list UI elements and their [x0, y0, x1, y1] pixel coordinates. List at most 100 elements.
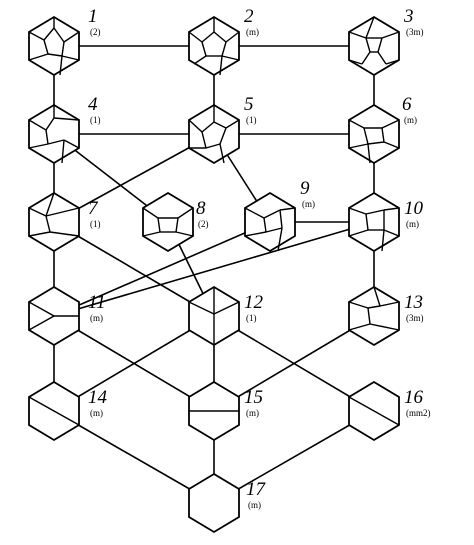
symmetry-label: (1)	[90, 219, 101, 229]
facet-line	[365, 16, 375, 39]
symmetry-label: (m)	[90, 408, 103, 418]
facet-line	[363, 127, 369, 145]
facet-line	[367, 305, 381, 309]
facet-line	[53, 27, 65, 43]
facet-line	[45, 129, 49, 145]
facet-line	[348, 59, 363, 65]
node-number: 5	[244, 94, 254, 115]
symmetry-label: (2)	[198, 219, 209, 229]
facet-line	[45, 117, 55, 131]
node-12: 12(1)	[188, 285, 264, 347]
facet-line	[201, 41, 207, 57]
node-7: 7(1)	[28, 191, 101, 253]
facet-line	[213, 301, 240, 315]
edge-14-17	[53, 410, 215, 504]
edge-16-17	[213, 410, 375, 504]
facet-line	[28, 231, 51, 237]
facet-line	[53, 117, 80, 121]
facet-line	[43, 27, 55, 41]
facet-line	[381, 31, 400, 39]
facet-line	[367, 307, 371, 325]
symmetry-label: (1)	[246, 115, 257, 125]
facet-line	[45, 192, 55, 217]
facet-line	[219, 127, 227, 145]
node-17: 17(m)	[188, 472, 267, 534]
symmetry-label: (m)	[302, 199, 315, 209]
node-number: 14	[88, 387, 108, 408]
facet-line	[367, 141, 385, 145]
facet-line	[177, 207, 194, 219]
facet-line	[28, 396, 80, 426]
facet-line	[28, 207, 47, 217]
facet-line	[367, 143, 371, 164]
edge-13-15	[213, 315, 375, 412]
facet-line	[348, 31, 367, 39]
facet-line	[219, 55, 223, 76]
node-number: 7	[88, 198, 99, 219]
symmetry-label: (1)	[246, 313, 257, 323]
facet-line	[225, 31, 240, 43]
facet-line	[383, 229, 400, 237]
facet-line	[28, 53, 49, 61]
facet-line	[157, 217, 161, 233]
facet-line	[201, 31, 215, 43]
node-number: 2	[244, 6, 254, 27]
facet-line	[373, 286, 381, 307]
facet-line	[263, 217, 267, 233]
node-13: 13(3m)	[348, 285, 424, 347]
edge-5-7	[53, 133, 215, 223]
symmetry-label: (m)	[90, 313, 103, 323]
node-number: 12	[244, 292, 264, 313]
facet-line	[265, 227, 283, 233]
node-14: 14(m)	[28, 380, 108, 442]
node-2: 2(m)	[188, 6, 259, 77]
facet-line	[175, 231, 194, 237]
node-number: 17	[246, 479, 267, 500]
symmetry-label: (2)	[90, 27, 101, 37]
polyhedron-6	[348, 103, 400, 165]
facet-line	[188, 119, 203, 133]
node-number: 4	[88, 94, 98, 115]
node-8: 8(2)	[142, 191, 209, 253]
facet-line	[45, 215, 51, 233]
polyhedron-7	[28, 191, 80, 253]
facet-line	[383, 141, 400, 149]
facet-line	[43, 39, 49, 55]
facet-line	[219, 143, 225, 164]
polyhedron-8	[142, 191, 194, 253]
node-15: 15(m)	[188, 380, 263, 442]
symmetry-label: (m)	[246, 408, 259, 418]
node-4: 4(1)	[28, 94, 101, 165]
polyhedron-9	[244, 191, 296, 253]
polyhedron-13	[348, 285, 400, 347]
polyhedron-10	[348, 191, 400, 253]
facet-line	[61, 41, 65, 57]
polyhedron-3	[348, 15, 400, 77]
facet-line	[377, 37, 383, 53]
facet-line	[348, 207, 367, 215]
node-number: 6	[402, 94, 412, 115]
facet-line	[379, 301, 400, 307]
facet-line	[365, 209, 385, 215]
edge-12-14	[53, 315, 215, 412]
node-6: 6(m)	[348, 94, 417, 165]
facet-line	[385, 59, 400, 65]
polyhedron-17	[188, 472, 240, 534]
facet-line	[63, 139, 80, 149]
facet-line	[188, 31, 203, 43]
node-3: 3(3m)	[348, 6, 424, 77]
facet-line	[201, 121, 215, 133]
facet-line	[263, 209, 281, 219]
facet-line	[221, 55, 240, 61]
node-9: 9(m)	[244, 178, 315, 253]
node-number: 1	[88, 6, 98, 27]
edge-10-11	[53, 221, 375, 317]
node-16: 16(mm2)	[348, 380, 431, 442]
facet-line	[213, 31, 227, 43]
node-number: 8	[196, 198, 206, 219]
facet-line	[279, 209, 283, 229]
edge-7-12	[53, 221, 215, 317]
facet-line	[205, 143, 221, 149]
facet-line	[59, 55, 63, 76]
facet-line	[365, 213, 369, 231]
